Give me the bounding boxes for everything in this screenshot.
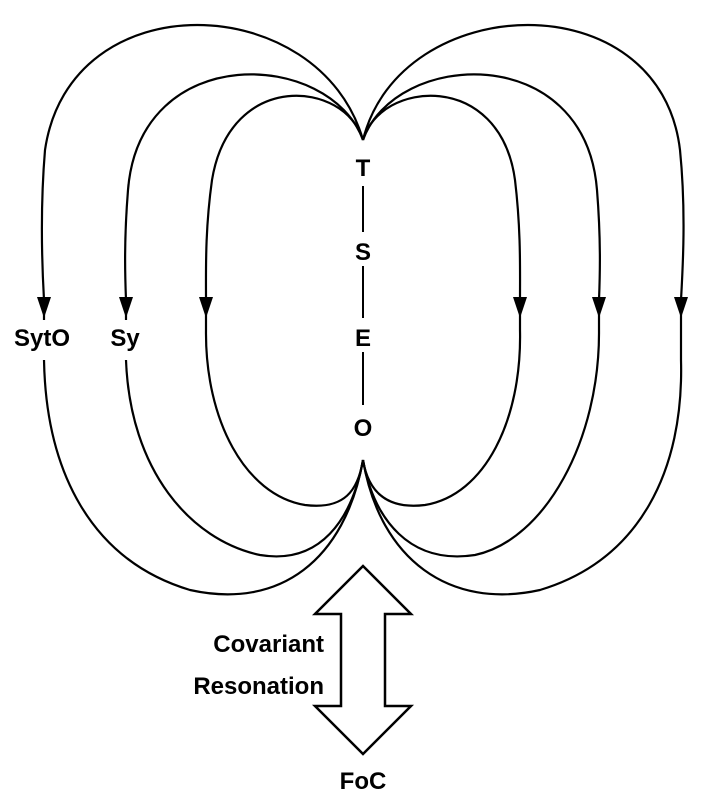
inner-right-loop-top — [361, 94, 522, 301]
axis-label-bottom: O — [354, 415, 373, 442]
middle-left-loop-bottom — [124, 359, 365, 558]
outer-left-label: SytO — [14, 325, 70, 352]
arrowhead-middle-right — [592, 297, 606, 318]
sy-label-bg — [104, 320, 148, 354]
outer-right-loop-top — [361, 24, 685, 301]
middle-right-loop-top — [361, 73, 601, 301]
inner-left-loop-bottom — [204, 329, 365, 507]
middle-right-loop-bottom — [361, 329, 601, 558]
outer-left-loop-top — [40, 24, 365, 301]
outer-left-loop-bottom — [42, 359, 365, 596]
inner-left-loop-top — [204, 94, 365, 301]
middle-left-label: Sy — [110, 325, 140, 352]
middle-left-loop-top — [124, 73, 365, 301]
arrow-caption-line2: Resonation — [193, 673, 324, 700]
arrowhead-inner-left — [199, 297, 213, 318]
outer-right-loop-bottom — [361, 359, 683, 596]
inner-right-loop-bottom — [361, 329, 522, 507]
axis-label-third: E — [355, 325, 371, 352]
bottom-label: FoC — [340, 768, 387, 795]
arrowhead-outer-left — [37, 297, 51, 318]
arrowhead-middle-left — [119, 297, 133, 318]
double-arrow-icon — [311, 564, 415, 756]
sytO-label-bg — [4, 320, 82, 354]
arrowhead-inner-right — [513, 297, 527, 318]
axis-label-second: S — [355, 239, 371, 266]
axis-label-top: T — [356, 155, 371, 182]
arrow-caption-line1: Covariant — [213, 631, 324, 658]
arrowhead-outer-right — [674, 297, 688, 318]
